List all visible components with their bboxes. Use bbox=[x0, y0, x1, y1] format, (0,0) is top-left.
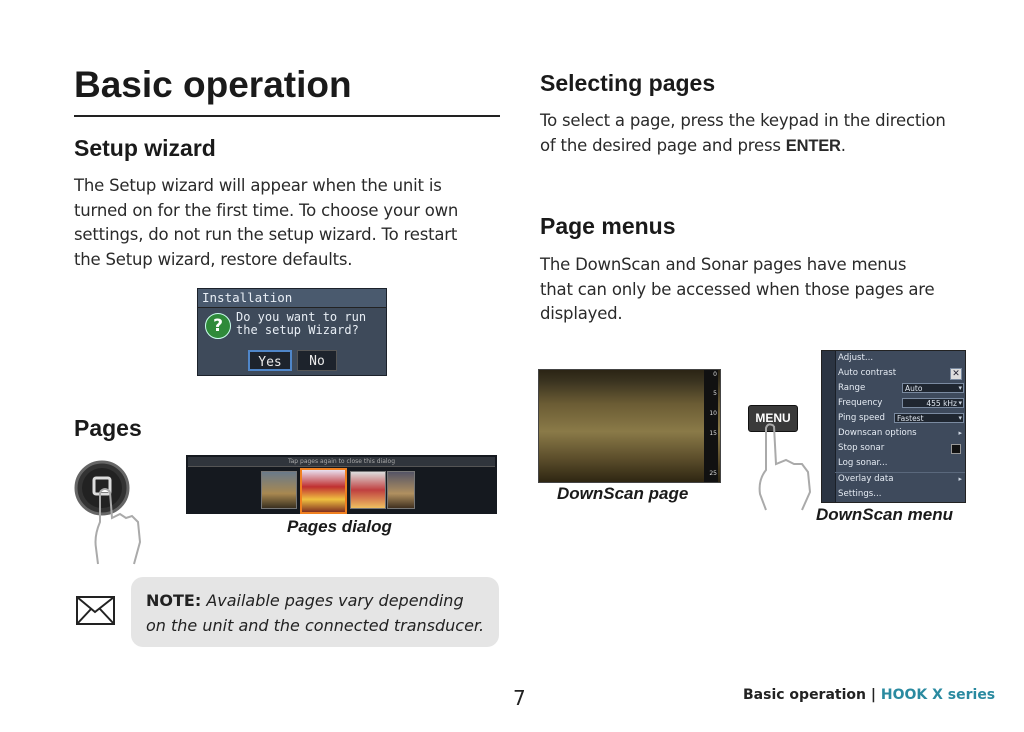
note-text-line: Available pages vary depending bbox=[201, 591, 464, 610]
dropdown-arrow-icon: ▾ bbox=[958, 399, 962, 407]
page-thumbnail-selected[interactable] bbox=[300, 468, 347, 514]
menu-item-range[interactable]: Range Auto▾ bbox=[838, 381, 964, 396]
page-menus-heading: Page menus bbox=[540, 213, 676, 239]
footer-section: Basic operation bbox=[743, 687, 866, 703]
frequency-select[interactable]: 455 kHz bbox=[902, 398, 964, 408]
menu-item-auto-contrast[interactable]: Auto contrast ✕ bbox=[838, 366, 962, 381]
menu-item-stop-sonar[interactable]: Stop sonar bbox=[838, 441, 962, 456]
downscan-page-image: 0 5 10 15 25 bbox=[538, 369, 721, 483]
dialog-message-line: Do you want to run bbox=[236, 310, 367, 324]
menu-item-adjust[interactable]: Adjust... bbox=[838, 353, 874, 363]
note-text-line: on the unit and the connected transducer… bbox=[146, 615, 485, 635]
enter-key-label: ENTER bbox=[785, 136, 841, 155]
menu-key[interactable]: MENU bbox=[748, 405, 798, 432]
text-line: To select a page, press the keypad in th… bbox=[540, 111, 946, 130]
dialog-message: Do you want to run the setup Wizard? bbox=[236, 311, 386, 337]
text-line: the Setup wizard, restore defaults. bbox=[74, 249, 353, 269]
note-label: NOTE: bbox=[146, 591, 202, 610]
installation-dialog: Installation ? Do you want to run the se… bbox=[197, 288, 387, 376]
depth-tick: 25 bbox=[709, 470, 717, 477]
hand-icon bbox=[94, 491, 142, 565]
page-thumbnail[interactable] bbox=[261, 471, 297, 509]
page-number: 7 bbox=[513, 686, 526, 710]
menu-item-ping-speed[interactable]: Ping speed Fastest▾ bbox=[838, 411, 964, 426]
menu-item-frequency[interactable]: Frequency 455 kHz▾ bbox=[838, 396, 964, 411]
no-button[interactable]: No bbox=[297, 350, 337, 371]
menu-item-overlay-data[interactable]: Overlay data▸ bbox=[838, 472, 962, 487]
submenu-arrow-icon: ▸ bbox=[958, 429, 962, 437]
downscan-menu: Adjust... Auto contrast ✕ Range Auto▾ Fr… bbox=[821, 350, 966, 503]
ping-speed-select[interactable]: Fastest bbox=[894, 413, 964, 423]
text-line: The DownScan and Sonar pages have menus bbox=[540, 255, 907, 274]
title-rule bbox=[74, 115, 500, 117]
depth-scale: 0 5 10 15 25 bbox=[704, 370, 718, 482]
question-icon: ? bbox=[205, 313, 231, 339]
pages-dialog-tip: Tap pages again to close this dialog bbox=[287, 458, 396, 465]
checkbox-checked-icon[interactable]: ✕ bbox=[950, 368, 962, 380]
pages-dialog: Tap pages again to close this dialog bbox=[186, 455, 497, 514]
setup-wizard-heading: Setup wizard bbox=[74, 135, 216, 161]
setup-wizard-text: The Setup wizard will appear when the un… bbox=[74, 174, 494, 272]
text-line: The Setup wizard will appear when the un… bbox=[74, 176, 442, 195]
hand-icon bbox=[758, 423, 812, 511]
page-thumbnail[interactable] bbox=[387, 471, 415, 509]
dropdown-arrow-icon: ▾ bbox=[958, 384, 962, 392]
checkbox-icon[interactable] bbox=[951, 444, 961, 454]
menu-item-log-sonar[interactable]: Log sonar... bbox=[838, 458, 888, 468]
depth-tick: 15 bbox=[709, 430, 717, 437]
note-envelope-icon bbox=[76, 596, 115, 625]
pages-dialog-bar: Tap pages again to close this dialog bbox=[188, 457, 495, 467]
selecting-pages-heading: Selecting pages bbox=[540, 70, 716, 96]
pages-heading: Pages bbox=[74, 415, 142, 441]
menu-divider bbox=[835, 472, 965, 473]
text-line: of the desired page and press bbox=[540, 135, 786, 155]
dropdown-arrow-icon: ▾ bbox=[958, 414, 962, 422]
depth-tick: 10 bbox=[709, 410, 717, 417]
downscan-page-caption: DownScan page bbox=[557, 484, 689, 503]
note-text: NOTE: Available pages vary depending on … bbox=[146, 589, 491, 638]
submenu-arrow-icon: ▸ bbox=[958, 475, 962, 483]
text-line: that can only be accessed when those pag… bbox=[540, 279, 935, 299]
menu-side-strip bbox=[822, 351, 836, 502]
text-line: . bbox=[840, 135, 846, 155]
yes-button[interactable]: Yes bbox=[248, 350, 292, 371]
footer-separator: | bbox=[870, 687, 876, 703]
downscan-menu-caption: DownScan menu bbox=[816, 505, 953, 524]
dialog-title: Installation bbox=[198, 289, 386, 308]
page-title: Basic operation bbox=[74, 64, 352, 105]
page-menus-text: The DownScan and Sonar pages have menus … bbox=[540, 253, 980, 327]
menu-item-settings[interactable]: Settings... bbox=[838, 489, 882, 499]
range-select[interactable]: Auto bbox=[902, 383, 964, 393]
menu-item-downscan-options[interactable]: Downscan options▸ bbox=[838, 426, 962, 441]
note-box bbox=[131, 577, 499, 647]
footer-label: Basic operation | HOOK X series bbox=[743, 687, 995, 703]
page-thumbnail[interactable] bbox=[350, 471, 386, 509]
footer-brand: HOOK X series bbox=[880, 687, 996, 703]
pages-key-hand-illustration bbox=[74, 460, 142, 565]
text-line: displayed. bbox=[540, 304, 623, 323]
pages-dialog-caption: Pages dialog bbox=[287, 517, 392, 536]
text-line: settings, do not run the setup wizard. T… bbox=[74, 225, 458, 244]
text-line: turned on for the first time. To choose … bbox=[74, 200, 459, 220]
depth-tick: 0 bbox=[713, 371, 717, 378]
selecting-pages-text: To select a page, press the keypad in th… bbox=[540, 109, 980, 158]
depth-tick: 5 bbox=[713, 390, 717, 397]
dialog-message-line: the setup Wizard? bbox=[236, 323, 359, 337]
